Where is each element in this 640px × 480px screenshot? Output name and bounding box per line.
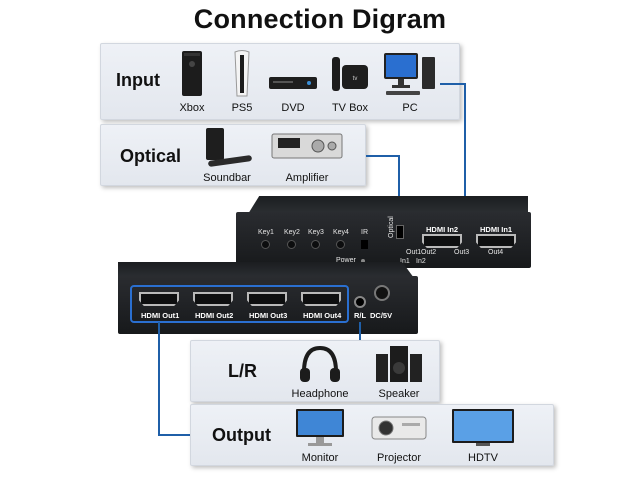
hdmi-out1-port[interactable]: [139, 292, 179, 306]
soundbar-device: Soundbar: [200, 126, 254, 186]
hdtv-icon: [452, 409, 514, 446]
headphone-device: Headphone: [290, 342, 350, 402]
monitor-label: Monitor: [301, 452, 339, 464]
rear-unit: Key1 Key2 Key3 Key4 IR Power Optical Out…: [236, 196, 531, 270]
key2-label: Key2: [284, 229, 300, 236]
output-wire-h: [158, 434, 192, 436]
dc-jack[interactable]: [374, 285, 390, 301]
hdmi-out3-port[interactable]: [247, 292, 287, 306]
key3-button[interactable]: [311, 240, 320, 249]
ps5-icon: [234, 50, 250, 97]
pc-icon: [384, 53, 435, 95]
svg-text:tv: tv: [353, 76, 358, 82]
tvbox-label: TV Box: [331, 102, 369, 114]
diagram-title: Connection Digram: [193, 4, 447, 34]
key1-button[interactable]: [261, 240, 270, 249]
tvbox-device: tv TV Box: [325, 49, 375, 114]
key2-button[interactable]: [287, 240, 296, 249]
hdtv-label: HDTV: [468, 452, 498, 464]
amplifier-label: Amplifier: [285, 172, 329, 184]
hdmi-in1-label: HDMI In1: [480, 225, 513, 234]
pc-label: PC: [402, 102, 418, 114]
hdmi-in1-port[interactable]: [476, 234, 516, 248]
soundbar-icon: [206, 128, 252, 167]
headphone-icon: [300, 345, 340, 382]
projector-label: Projector: [376, 452, 422, 464]
out4-label: Out4: [488, 249, 504, 256]
hdmi-in2-label: HDMI In2: [426, 225, 459, 234]
ir-label: IR: [361, 229, 368, 236]
key4-button[interactable]: [336, 240, 345, 249]
hdmi-in2-port[interactable]: [422, 234, 462, 248]
dvd-label: DVD: [281, 102, 305, 114]
monitor-icon: [296, 409, 344, 446]
output-label: Output: [212, 425, 271, 445]
key4-label: Key4: [333, 229, 349, 236]
in2-label: In2: [416, 258, 426, 265]
amplifier-icon: [271, 133, 343, 159]
hdmi-out4-label: HDMI Out4: [303, 311, 342, 320]
amplifier-device: Amplifier: [268, 126, 346, 186]
projector-icon: [371, 416, 427, 440]
hdmi-outputs-highlight: [130, 285, 349, 323]
dc-label: DC/5V: [370, 311, 393, 320]
output-wire-v: [158, 322, 160, 436]
ir-sensor: [361, 240, 368, 249]
xbox-label: Xbox: [179, 102, 205, 114]
pc-wire-h: [440, 83, 466, 85]
speaker-device: Speaker: [372, 342, 426, 402]
hdmi-out2-port[interactable]: [193, 292, 233, 306]
headphone-label: Headphone: [291, 388, 349, 400]
key3-label: Key3: [308, 229, 324, 236]
projector-device: Projector: [366, 407, 432, 467]
monitor-device: Monitor: [290, 407, 350, 467]
tv-box-icon: tv: [332, 57, 368, 91]
hdmi-out4-port[interactable]: [301, 292, 341, 306]
hdmi-out2-label: HDMI Out2: [195, 311, 234, 320]
optical-port-label: Optical: [388, 216, 395, 238]
optical-port[interactable]: [396, 225, 404, 239]
out2-label: Out2: [421, 249, 437, 256]
ps5-label: PS5: [231, 102, 253, 114]
speaker-icon: [376, 346, 422, 382]
optical-wire-v: [398, 155, 400, 225]
xbox-icon: [182, 51, 202, 96]
rl-label: R/L: [354, 311, 367, 320]
dvd-device: DVD: [265, 49, 321, 114]
out3-label: Out3: [454, 249, 470, 256]
power-led: [361, 259, 365, 263]
front-unit-top: [118, 262, 414, 278]
pc-wire-v: [464, 83, 466, 198]
in1-label: In1: [400, 258, 410, 265]
speaker-label: Speaker: [378, 388, 420, 400]
hdtv-device: HDTV: [448, 407, 518, 467]
out1-label: Out1: [406, 249, 422, 256]
ps5-device: PS5: [222, 49, 262, 114]
dvd-player-icon: [269, 77, 317, 89]
pc-device: PC: [382, 49, 438, 114]
soundbar-label: Soundbar: [203, 172, 251, 184]
xbox-device: Xbox: [172, 49, 212, 114]
optical-wire-h: [366, 155, 400, 157]
lr-label: L/R: [228, 361, 257, 381]
power-label: Power: [336, 257, 356, 264]
optical-label: Optical: [120, 146, 182, 166]
hdmi-out3-label: HDMI Out3: [249, 311, 288, 320]
key1-label: Key1: [258, 229, 274, 236]
rear-unit-top: [248, 196, 528, 214]
input-label: Input: [116, 70, 160, 90]
hdmi-out1-label: HDMI Out1: [141, 311, 180, 320]
rl-jack[interactable]: [354, 296, 366, 308]
